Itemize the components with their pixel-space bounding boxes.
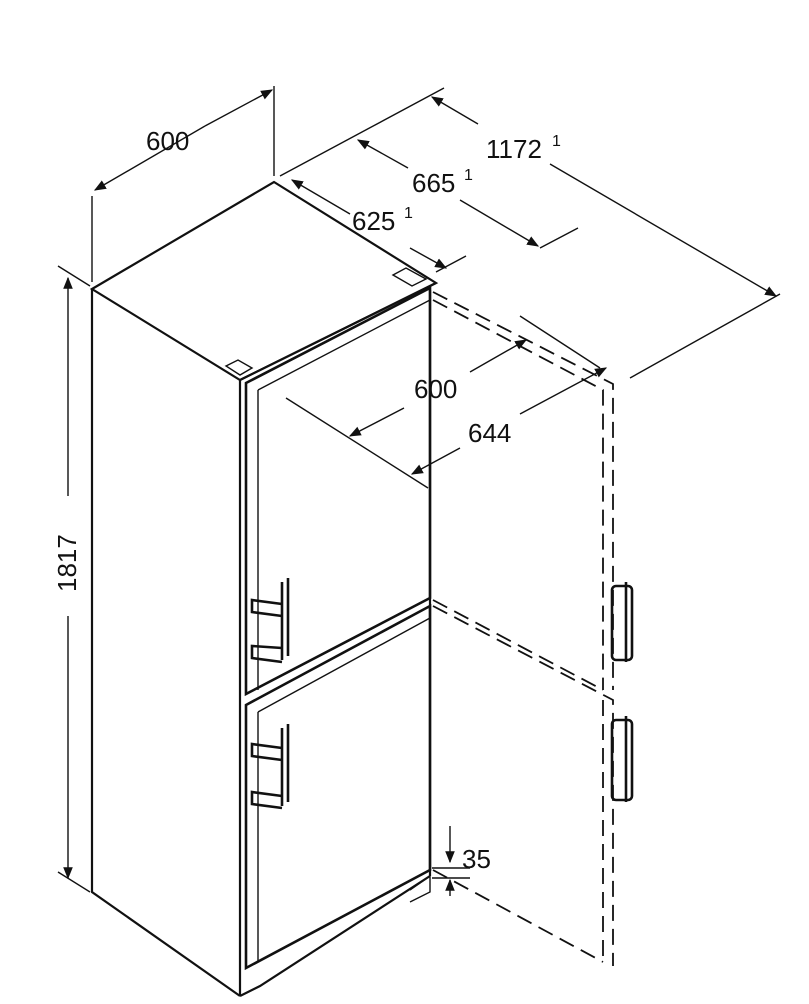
dim-plinth-label: 35 bbox=[462, 844, 491, 874]
dim-plinth: 35 bbox=[432, 826, 491, 896]
dim-height: 1817 bbox=[52, 265, 91, 893]
lower-door bbox=[244, 603, 432, 971]
open-door-upper-dashed bbox=[432, 291, 614, 691]
dim-depth-handle-note: 1 bbox=[464, 167, 473, 184]
dim-depth-handle: 665 1 bbox=[356, 139, 579, 249]
appliance-body bbox=[89, 180, 439, 997]
dim-door-open-outer-label: 644 bbox=[468, 418, 511, 448]
open-door-hinges bbox=[610, 582, 634, 802]
dim-depth-total-label: 1172 bbox=[486, 134, 542, 164]
dim-width-top: 600 bbox=[91, 86, 275, 282]
dim-depth-total: 1172 1 bbox=[279, 87, 781, 379]
plinth bbox=[409, 874, 431, 903]
dim-depth-total-note: 1 bbox=[552, 133, 561, 150]
dim-depth-body-note: 1 bbox=[404, 205, 413, 222]
dim-depth-body-label: 625 bbox=[352, 206, 395, 236]
dim-width-top-label: 600 bbox=[146, 126, 189, 156]
upper-door bbox=[244, 285, 432, 697]
dim-depth-handle-label: 665 bbox=[412, 168, 455, 198]
open-door-lower-dashed bbox=[432, 605, 614, 966]
dim-door-open-inner: 600 bbox=[285, 315, 601, 489]
dim-door-open-outer: 644 bbox=[410, 367, 608, 475]
dim-depth-body: 625 1 bbox=[290, 179, 467, 273]
dim-door-open-inner-label: 600 bbox=[414, 374, 457, 404]
dim-height-label: 1817 bbox=[52, 534, 82, 592]
